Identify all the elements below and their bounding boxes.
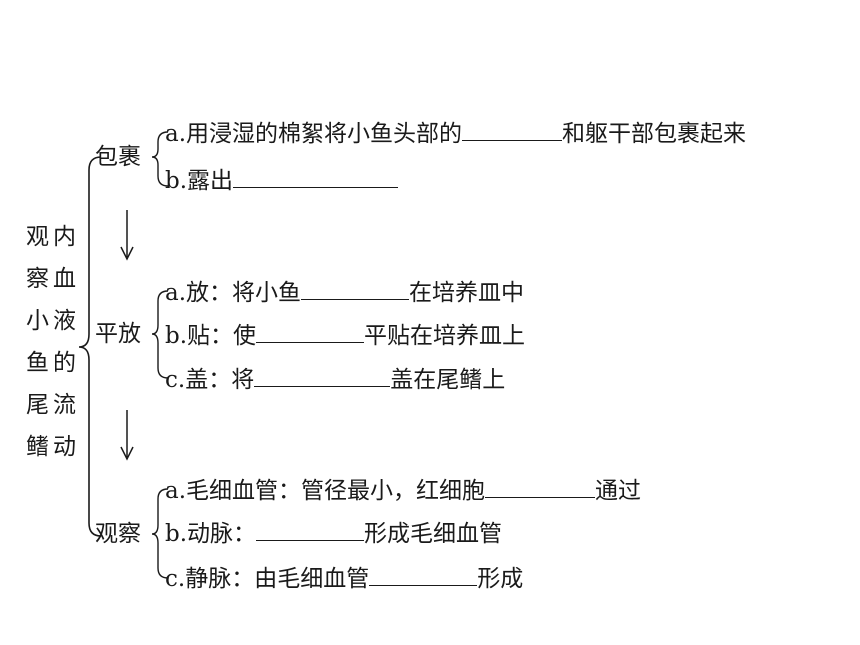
title-char: 鳍 [26,434,49,460]
item-text-after: 平贴在培养皿上 [364,323,526,349]
item-text-before: a.毛细血管：管径最小，红细胞 [165,478,486,504]
brace-step2 [151,290,169,379]
brace-step3 [151,488,169,579]
step2-item-a: a.放：将小鱼 在培养皿中 [165,279,524,307]
title-char: 的 [53,350,76,376]
item-text-after: 形成毛细血管 [364,521,503,547]
title-char: 观 [26,224,49,250]
answer-blank [301,279,410,300]
item-text-after: 在培养皿中 [409,280,525,306]
item-text-before: b.露出 [165,168,234,194]
main-brace [78,156,102,537]
item-text-after: 形成 [477,566,524,592]
answer-blank [254,366,391,387]
arrow-down-1 [120,210,134,261]
arrow-down-2 [120,410,134,461]
title-char: 小 [26,308,49,334]
item-text-after: 盖在尾鳍上 [390,367,506,393]
title-char: 尾 [26,392,49,418]
answer-blank [485,477,596,498]
step-label-flat: 平放 [95,321,141,347]
step2-item-c: c.盖：将 盖在尾鳍上 [165,366,505,394]
item-text-before: c.静脉：由毛细血管 [165,566,370,592]
item-text-before: a.放：将小鱼 [165,280,302,306]
answer-blank [256,322,365,343]
step1-item-a: a.用浸湿的棉絮将小鱼头部的 和躯干部包裹起来 [165,120,746,148]
step3-item-a: a.毛细血管：管径最小，红细胞 通过 [165,477,641,505]
answer-blank [233,167,399,188]
title-char: 动 [53,434,76,460]
title-char: 血 [53,266,76,292]
title-column-2: 内 血 液 的 流 动 [53,223,76,475]
title-char: 流 [53,392,76,418]
answer-blank [369,565,478,586]
step2-item-b: b.贴：使 平贴在培养皿上 [165,322,525,350]
answer-blank [256,520,365,541]
title-column-1: 观 察 小 鱼 尾 鳍 [26,223,49,475]
title-char: 液 [53,308,76,334]
title-char: 鱼 [26,350,49,376]
answer-blank [462,120,563,141]
step3-item-b: b.动脉： 形成毛细血管 [165,520,502,548]
item-text-before: c.盖：将 [165,367,255,393]
title-char: 察 [26,266,49,292]
step3-item-c: c.静脉：由毛细血管 形成 [165,565,523,593]
step-label-wrap: 包裹 [95,144,141,170]
step-label-observe: 观察 [95,521,141,547]
item-text-after: 和躯干部包裹起来 [562,121,747,147]
item-text-after: 通过 [595,478,642,504]
item-text-before: a.用浸湿的棉絮将小鱼头部的 [165,121,463,147]
title-char: 内 [53,224,76,250]
step1-item-b: b.露出 [165,167,399,195]
brace-step1 [151,131,169,187]
item-text-before: b.贴：使 [165,323,257,349]
item-text-before: b.动脉： [165,521,257,547]
